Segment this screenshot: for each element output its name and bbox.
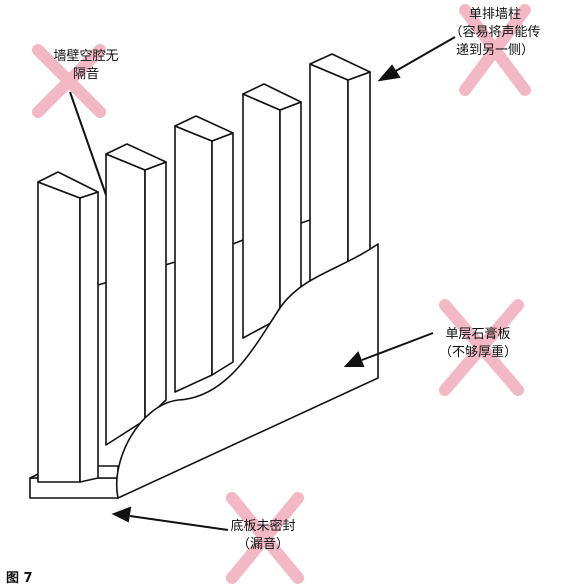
- arrow-gypsum: [343, 351, 365, 367]
- leader-cavity: [69, 91, 107, 196]
- arrow-plate: [111, 506, 132, 523]
- cross-marks: [32, 4, 531, 584]
- gypsum-board: [115, 243, 379, 499]
- stud-5: [309, 53, 371, 283]
- cross-mark-cavity: [32, 44, 106, 118]
- arrow-stud: [377, 64, 401, 82]
- stud-2: [105, 143, 167, 446]
- stud-1: [37, 171, 99, 483]
- cross-mark-plate: [226, 492, 304, 584]
- cross-mark-gypsum: [439, 299, 524, 396]
- leader-lines: [69, 36, 456, 531]
- callout-cavity: 墙壁空腔无 隔音: [53, 49, 119, 82]
- figure-caption: 图 7: [6, 571, 33, 586]
- callout-single-stud: 单排墙柱 （容易将声能传 递到另一侧）: [449, 7, 541, 58]
- stud-4: [242, 83, 302, 339]
- callout-single-gypsum: 单层石膏板 （不够厚重）: [438, 327, 517, 360]
- stud-3: [174, 115, 234, 393]
- callout-bottom-plate: 底板未密封 （漏音）: [230, 519, 296, 552]
- cross-mark-stud: [459, 4, 531, 96]
